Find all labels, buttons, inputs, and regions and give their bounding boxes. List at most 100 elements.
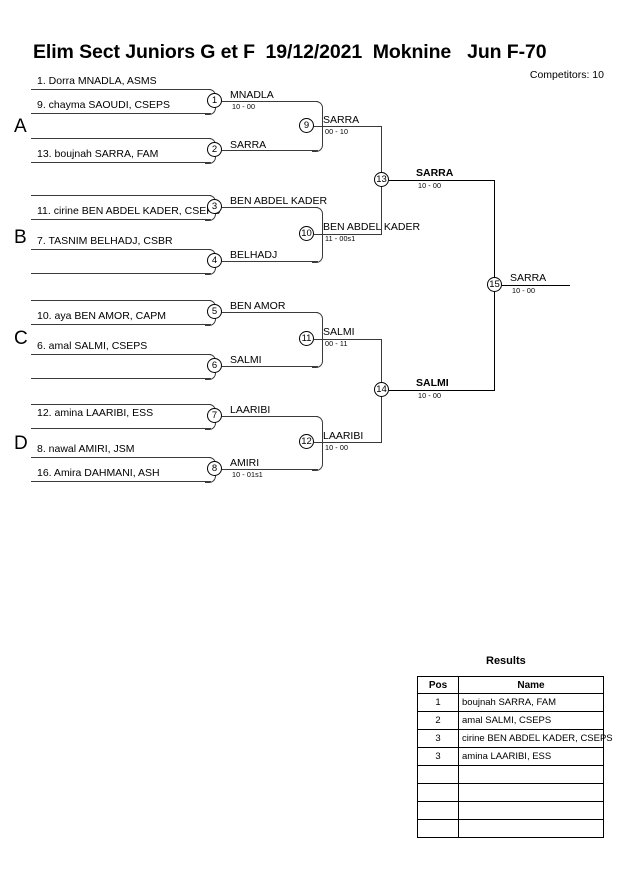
match-score: 10 - 00 <box>512 286 536 295</box>
bracket-line <box>222 261 318 262</box>
bracket-line <box>222 207 318 208</box>
table-row: 3 cirine BEN ABDEL KADER, CSEPS <box>417 729 613 748</box>
results-header-row: Pos Name <box>417 676 604 694</box>
result-pos <box>417 783 459 802</box>
match-winner: LAARIBI <box>230 404 271 416</box>
result-name <box>458 819 604 838</box>
competitor-line <box>31 324 211 325</box>
table-row <box>417 783 604 802</box>
competitor-name: 16. Amira DAHMANI, ASH <box>37 467 160 479</box>
match-winner: SARRA <box>510 272 547 284</box>
competitor-line <box>31 219 211 220</box>
competitor-name: 6. amal SALMI, CSEPS <box>37 340 148 352</box>
match-winner: LAARIBI <box>323 430 364 442</box>
section-label-a: A <box>14 116 27 137</box>
result-name <box>458 801 604 820</box>
results-col-name: Name <box>458 676 604 694</box>
bracket-connector <box>312 207 323 263</box>
result-name <box>458 765 604 784</box>
match-score: 00 - 10 <box>325 127 349 136</box>
result-name <box>458 783 604 802</box>
bracket-line <box>314 339 382 340</box>
table-row <box>417 765 604 784</box>
result-pos <box>417 765 459 784</box>
competitor-line <box>31 113 211 114</box>
competitor-name: 11. cirine BEN ABDEL KADER, CSEPS <box>37 205 221 217</box>
result-name: boujnah SARRA, FAM <box>458 693 604 712</box>
competitor-line <box>31 428 211 429</box>
bracket-line <box>314 126 382 127</box>
competitor-line <box>31 89 211 90</box>
competitor-line <box>31 378 211 379</box>
match-winner: BEN ABDEL KADER <box>323 221 421 233</box>
bracket-line <box>389 390 495 391</box>
result-name: amal SALMI, CSEPS <box>458 711 604 730</box>
match-winner: AMIRI <box>230 457 260 469</box>
competitor-line <box>31 273 211 274</box>
competitor-line <box>31 354 211 355</box>
match-node-10[interactable]: 10 <box>299 226 314 241</box>
table-row <box>417 819 604 838</box>
result-pos: 3 <box>417 747 459 766</box>
competitor-name: 1. Dorra MNADLA, ASMS <box>37 75 157 87</box>
bracket-connector <box>312 416 323 471</box>
competitor-line <box>31 138 211 139</box>
competitor-line <box>31 249 211 250</box>
competitor-name: 12. amina LAARIBI, ESS <box>37 407 154 419</box>
table-row: 1 boujnah SARRA, FAM <box>417 693 604 712</box>
match-node-8[interactable]: 8 <box>207 461 222 476</box>
match-score: 11 - 00s1 <box>325 234 356 243</box>
match-node-7[interactable]: 7 <box>207 408 222 423</box>
table-row: 2 amal SALMI, CSEPS <box>417 711 604 730</box>
match-node-6[interactable]: 6 <box>207 358 222 373</box>
match-winner: MNADLA <box>230 89 274 101</box>
match-node-11[interactable]: 11 <box>299 331 314 346</box>
match-winner: SARRA <box>323 114 360 126</box>
bracket-line <box>222 416 318 417</box>
match-node-15[interactable]: 15 <box>487 277 502 292</box>
bracket-line <box>222 150 318 151</box>
competitor-name: 8. nawal AMIRI, JSM <box>37 443 135 455</box>
results-title: Results <box>486 655 526 667</box>
match-score: 10 - 00 <box>325 443 349 452</box>
match-winner: BEN ABDEL KADER <box>230 195 328 207</box>
competitor-line <box>31 404 211 405</box>
bracket-line <box>502 285 570 286</box>
match-node-4[interactable]: 4 <box>207 253 222 268</box>
match-score: 10 - 00 <box>418 391 442 400</box>
bracket-line <box>222 469 318 470</box>
bracket-line <box>222 101 318 102</box>
match-winner: BELHADJ <box>230 249 278 261</box>
match-score: 10 - 01s1 <box>232 470 263 479</box>
results-table: Pos Name 1 boujnah SARRA, FAM 2 amal SAL… <box>417 676 613 838</box>
competitor-name: 10. aya BEN AMOR, CAPM <box>37 310 166 322</box>
match-node-3[interactable]: 3 <box>207 199 222 214</box>
competitor-name: 13. boujnah SARRA, FAM <box>37 148 159 160</box>
section-label-c: C <box>14 328 28 349</box>
table-row: 3 amina LAARIBI, ESS <box>417 747 604 766</box>
result-name: cirine BEN ABDEL KADER, CSEPS <box>458 729 613 748</box>
competitor-line <box>31 162 211 163</box>
table-row <box>417 801 604 820</box>
match-node-2[interactable]: 2 <box>207 142 222 157</box>
match-score: 10 - 00 <box>232 102 256 111</box>
match-node-9[interactable]: 9 <box>299 118 314 133</box>
match-winner: SALMI <box>323 326 355 338</box>
match-node-13[interactable]: 13 <box>374 172 389 187</box>
match-node-1[interactable]: 1 <box>207 93 222 108</box>
result-name: amina LAARIBI, ESS <box>458 747 604 766</box>
match-node-5[interactable]: 5 <box>207 304 222 319</box>
result-pos <box>417 819 459 838</box>
section-label-d: D <box>14 433 28 454</box>
competitor-name: 9. chayma SAOUDI, CSEPS <box>37 99 171 111</box>
match-winner: SALMI <box>416 377 449 389</box>
bracket-connector <box>312 312 323 368</box>
match-winner: SARRA <box>416 167 454 179</box>
match-winner: SARRA <box>230 139 267 151</box>
bracket-line <box>314 442 382 443</box>
match-node-14[interactable]: 14 <box>374 382 389 397</box>
competitor-line <box>31 195 211 196</box>
match-winner: SALMI <box>230 354 262 366</box>
match-node-12[interactable]: 12 <box>299 434 314 449</box>
